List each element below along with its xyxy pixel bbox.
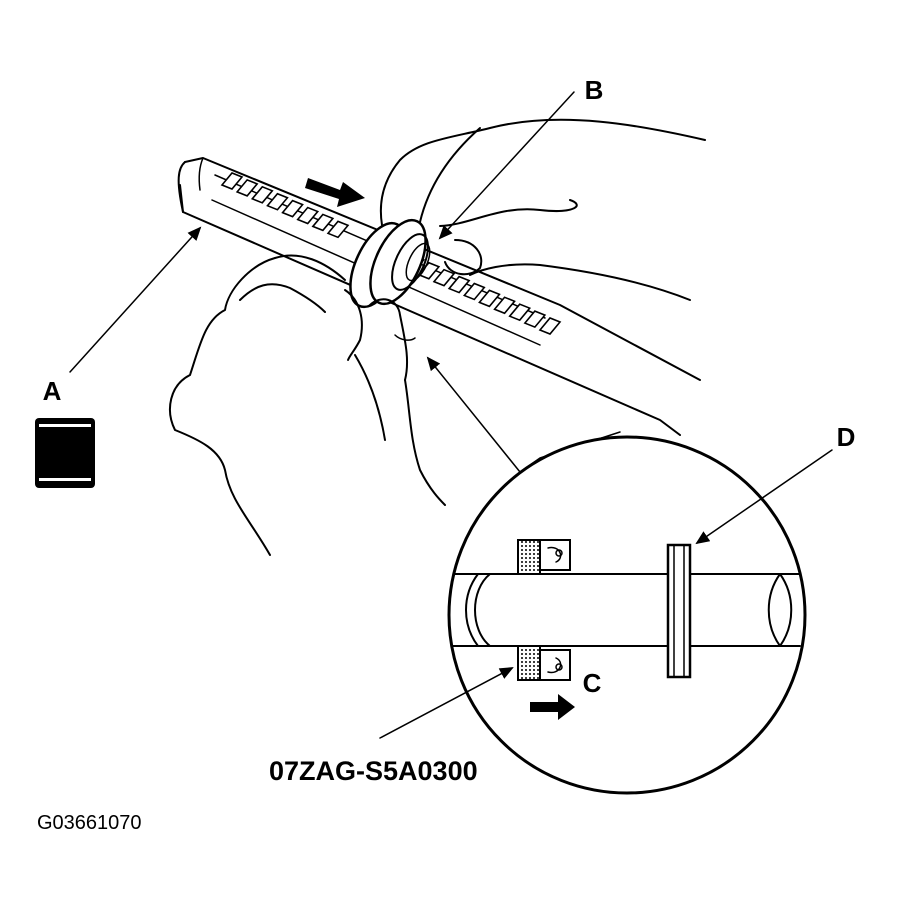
detail-direction-arrow <box>530 694 575 720</box>
rack-tooth <box>508 303 532 322</box>
rack-tooth <box>493 296 516 315</box>
leader-d <box>695 449 833 545</box>
leader-b <box>438 91 575 240</box>
rack-tooth <box>296 206 320 225</box>
callout-b: B <box>585 75 604 105</box>
psf-icon-label: PSF <box>47 446 84 467</box>
rack-tooth <box>235 178 259 197</box>
rack-tooth <box>432 268 456 287</box>
rack-tooth <box>478 289 501 308</box>
rack-tooth <box>462 282 486 301</box>
leader-tool <box>379 667 514 739</box>
rack-tooth <box>326 220 350 239</box>
leader-a <box>69 226 202 373</box>
callout-c: C <box>583 668 602 698</box>
figure-id: G03661070 <box>37 812 142 834</box>
push-direction-arrow <box>305 178 365 207</box>
rack-tooth <box>266 192 289 211</box>
callout-d: D <box>837 422 856 452</box>
rack-tooth <box>447 275 471 294</box>
rack-tooth <box>220 172 244 190</box>
rack-tooth <box>250 185 274 204</box>
steering-rack <box>177 157 701 436</box>
leader-detail <box>426 356 521 473</box>
psf-fluid-icon: PSF <box>35 418 95 488</box>
seal-b <box>349 218 431 309</box>
rack-tooth <box>523 310 547 329</box>
callout-a: A <box>43 376 62 406</box>
rack-teeth <box>220 172 562 335</box>
rack-tooth <box>538 317 562 335</box>
hands <box>169 118 706 556</box>
rack-tooth <box>281 199 304 218</box>
detail-view <box>447 435 807 795</box>
rack-tooth <box>311 213 335 232</box>
tool-number-label: 07ZAG-S5A0300 <box>269 756 478 786</box>
